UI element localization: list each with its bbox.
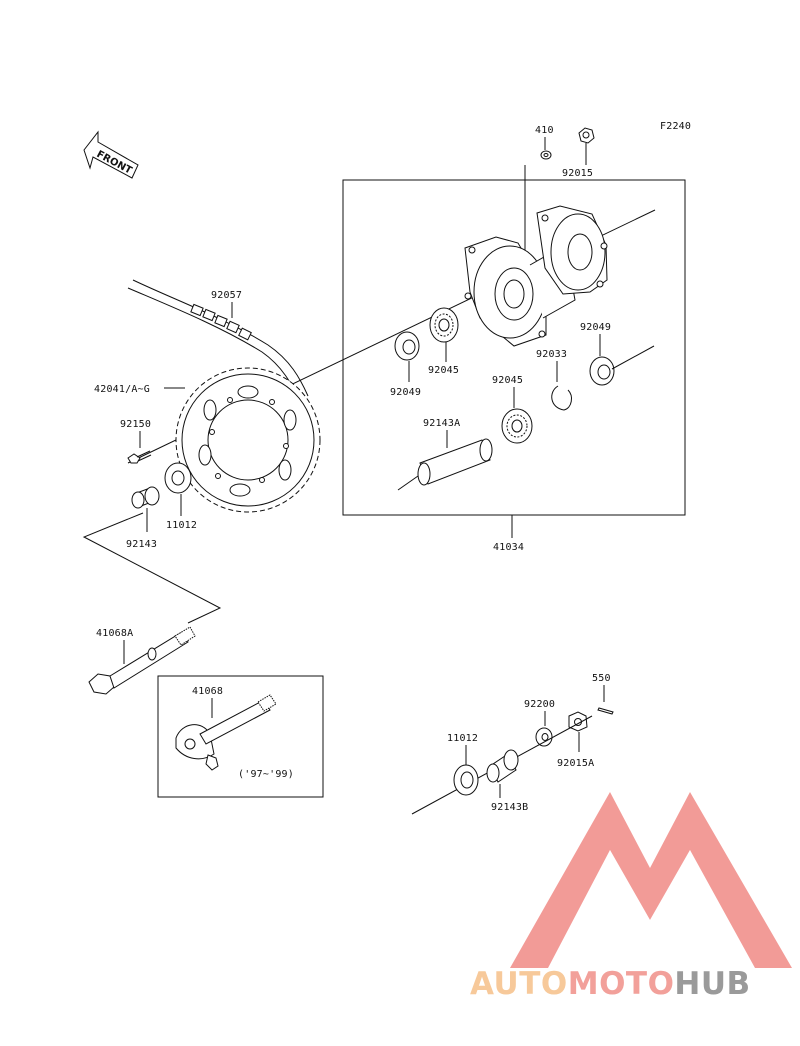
part-92015A-nut — [568, 711, 588, 732]
part-92200-label: 92200 — [524, 699, 555, 710]
year-note: ('97~'99) — [238, 769, 294, 780]
watermark-moto: MOTO — [568, 966, 675, 1002]
part-92033-circlip — [551, 385, 572, 411]
part-92049-seal-left — [394, 331, 420, 361]
part-92143A-collar — [417, 438, 493, 486]
watermark-auto: AUTO — [470, 966, 568, 1002]
figure-code: F2240 — [660, 121, 691, 132]
part-92143-collar — [131, 486, 160, 509]
part-11012-spacer-bottom — [453, 764, 479, 796]
part-92015-label: 92015 — [562, 168, 593, 179]
part-92045-left-label: 92045 — [428, 365, 459, 376]
axle-reference-line — [82, 512, 222, 624]
part-410-label: 410 — [535, 125, 554, 136]
automotohub-logo-icon — [510, 792, 792, 968]
part-92033-label: 92033 — [536, 349, 567, 360]
part-92045-bearing-left — [429, 307, 459, 343]
part-92015-nut — [578, 127, 595, 144]
wheel-hub — [464, 205, 608, 347]
watermark-text: AUTOMOTOHUB — [470, 966, 751, 1002]
part-550-cotter-pin — [597, 707, 614, 715]
part-410-washer — [540, 150, 552, 160]
part-550-label: 550 — [592, 673, 611, 684]
part-42041-label: 42041/A~G — [94, 384, 150, 395]
part-92049-seal-right — [589, 356, 615, 386]
part-11012-spacer-top — [164, 462, 192, 494]
part-92200-washer — [535, 727, 553, 747]
part-11012-top-label: 11012 — [166, 520, 197, 531]
part-92143-label: 92143 — [126, 539, 157, 550]
part-41034-label: 41034 — [493, 542, 524, 553]
hub-assembly-box — [342, 179, 686, 516]
part-41068-axle — [175, 694, 277, 771]
alt-axle-box — [157, 675, 324, 798]
part-41068A-label: 41068A — [96, 628, 133, 639]
front-arrow-icon: FRONT — [83, 130, 139, 179]
front-label: FRONT — [95, 149, 134, 177]
part-92015A-label: 92015A — [557, 758, 594, 769]
rear-sprocket — [175, 367, 321, 513]
part-92049-left-label: 92049 — [390, 387, 421, 398]
part-92049-right-label: 92049 — [580, 322, 611, 333]
part-92143A-label: 92143A — [423, 418, 460, 429]
part-92143B-collar — [486, 749, 519, 783]
part-92150-bolt — [127, 450, 152, 464]
part-11012-bottom-label: 11012 — [447, 733, 478, 744]
part-92150-label: 92150 — [120, 419, 151, 430]
part-92045-bearing-right — [501, 408, 533, 444]
part-92057-label: 92057 — [211, 290, 242, 301]
part-41068-label: 41068 — [192, 686, 223, 697]
watermark-hub: HUB — [674, 966, 750, 1002]
part-92143B-label: 92143B — [491, 802, 528, 813]
part-92045-right-label: 92045 — [492, 375, 523, 386]
part-41068A-axle — [88, 626, 196, 695]
